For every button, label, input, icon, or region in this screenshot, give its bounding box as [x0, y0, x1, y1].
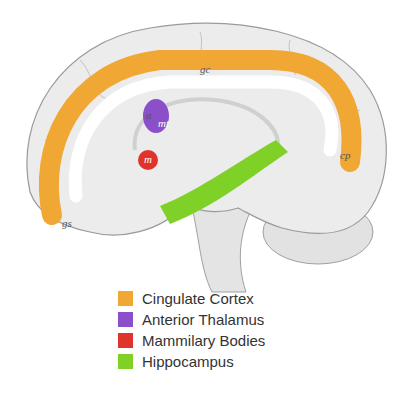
- mammillary-body: [138, 150, 158, 170]
- legend-swatch: [118, 354, 133, 369]
- legend-row: Anterior Thalamus: [118, 309, 265, 330]
- brainstem: [190, 198, 252, 292]
- legend-row: Hippocampus: [118, 351, 265, 372]
- legend: Cingulate CortexAnterior ThalamusMammila…: [118, 288, 265, 372]
- legend-text: Cingulate Cortex: [142, 290, 254, 307]
- legend-row: Cingulate Cortex: [118, 288, 265, 309]
- legend-swatch: [118, 333, 133, 348]
- part-label: m: [144, 154, 152, 165]
- legend-swatch: [118, 312, 133, 327]
- hemisphere-outline: [27, 23, 386, 235]
- hippocampus: [160, 140, 288, 224]
- legend-row: Mammilary Bodies: [118, 330, 265, 351]
- part-label: gc: [200, 64, 210, 75]
- part-label: mt: [158, 118, 169, 129]
- anterior-thalamus: [143, 99, 169, 133]
- corpus-callosum: [75, 82, 332, 196]
- fornix: [135, 99, 279, 150]
- part-label: cp: [340, 150, 350, 161]
- legend-text: Hippocampus: [142, 353, 234, 370]
- legend-swatch: [118, 291, 133, 306]
- legend-text: Mammilary Bodies: [142, 332, 265, 349]
- part-label: gs: [62, 218, 72, 229]
- part-label: a: [146, 110, 152, 121]
- legend-text: Anterior Thalamus: [142, 311, 264, 328]
